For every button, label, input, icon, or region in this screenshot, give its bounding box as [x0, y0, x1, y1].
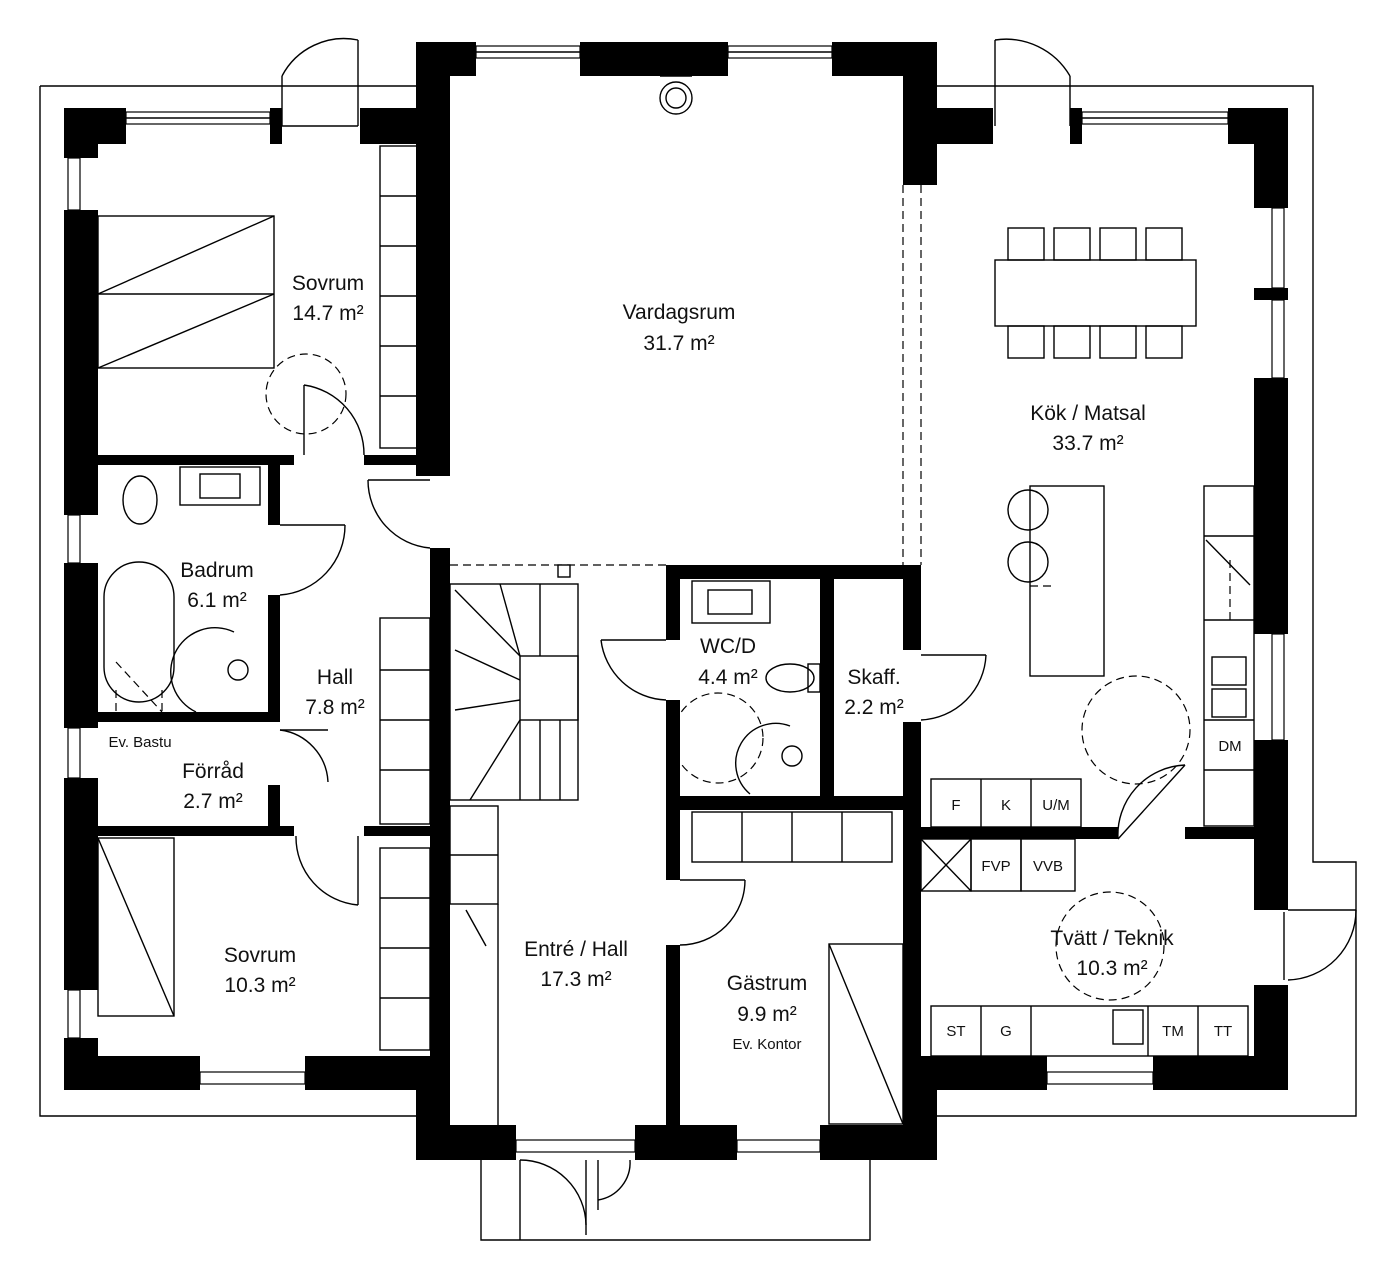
- fixture-k: K: [1001, 797, 1011, 814]
- room-tvatt-name: Tvätt / Teknik: [1050, 927, 1174, 950]
- windows: [67, 45, 1285, 1153]
- room-gastrum-note: Ev. Kontor: [733, 1036, 802, 1053]
- room-sovrum-2-area: 10.3 m²: [224, 974, 295, 997]
- room-sovrum-1-area: 14.7 m²: [292, 302, 363, 325]
- eaves-outline: [39, 85, 1357, 1241]
- room-sovrum-2-name: Sovrum: [224, 944, 296, 967]
- fixture-um: U/M: [1042, 797, 1070, 814]
- room-kok-name: Kök / Matsal: [1030, 402, 1146, 425]
- fixture-vvb: VVB: [1033, 858, 1063, 875]
- room-vardagsrum-name: Vardagsrum: [623, 301, 736, 324]
- room-labels: Sovrum 14.7 m² Vardagsrum 31.7 m² Kök / …: [108, 272, 1174, 1053]
- room-entre-name: Entré / Hall: [524, 938, 628, 961]
- room-kok-area: 33.7 m²: [1052, 432, 1123, 455]
- fixture-g: G: [1000, 1023, 1012, 1040]
- fixture-tt: TT: [1214, 1023, 1232, 1040]
- fixture-f: F: [951, 797, 960, 814]
- room-gastrum-area: 9.9 m²: [737, 1003, 797, 1026]
- room-wcd-name: WC/D: [700, 635, 756, 658]
- fixture-fvp: FVP: [981, 858, 1010, 875]
- room-hall-area: 7.8 m²: [305, 696, 365, 719]
- room-forrad-name: Förråd: [182, 760, 244, 783]
- fixture-labels: DM F K U/M FVP VVB ST G TM TT: [946, 738, 1241, 1040]
- furniture: [97, 75, 1255, 1125]
- room-wcd-area: 4.4 m²: [698, 666, 758, 689]
- room-forrad-area: 2.7 m²: [183, 790, 243, 813]
- room-vardagsrum-area: 31.7 m²: [643, 332, 714, 355]
- fixture-tm: TM: [1162, 1023, 1184, 1040]
- room-tvatt-area: 10.3 m²: [1076, 957, 1147, 980]
- room-entre-area: 17.3 m²: [540, 968, 611, 991]
- room-badrum-area: 6.1 m²: [187, 589, 247, 612]
- room-skaff-area: 2.2 m²: [844, 696, 904, 719]
- room-hall-name: Hall: [317, 666, 353, 689]
- interior-walls: [98, 455, 1254, 1125]
- room-gastrum-name: Gästrum: [727, 972, 808, 995]
- fixture-st: ST: [946, 1023, 965, 1040]
- note-ev-bastu: Ev. Bastu: [108, 734, 171, 751]
- fixture-dm: DM: [1218, 738, 1241, 755]
- room-sovrum-1-name: Sovrum: [292, 272, 364, 295]
- doors: [279, 37, 1357, 1240]
- room-badrum-name: Badrum: [180, 559, 254, 582]
- room-skaff-name: Skaff.: [847, 666, 900, 689]
- exterior-walls: [64, 42, 1288, 1160]
